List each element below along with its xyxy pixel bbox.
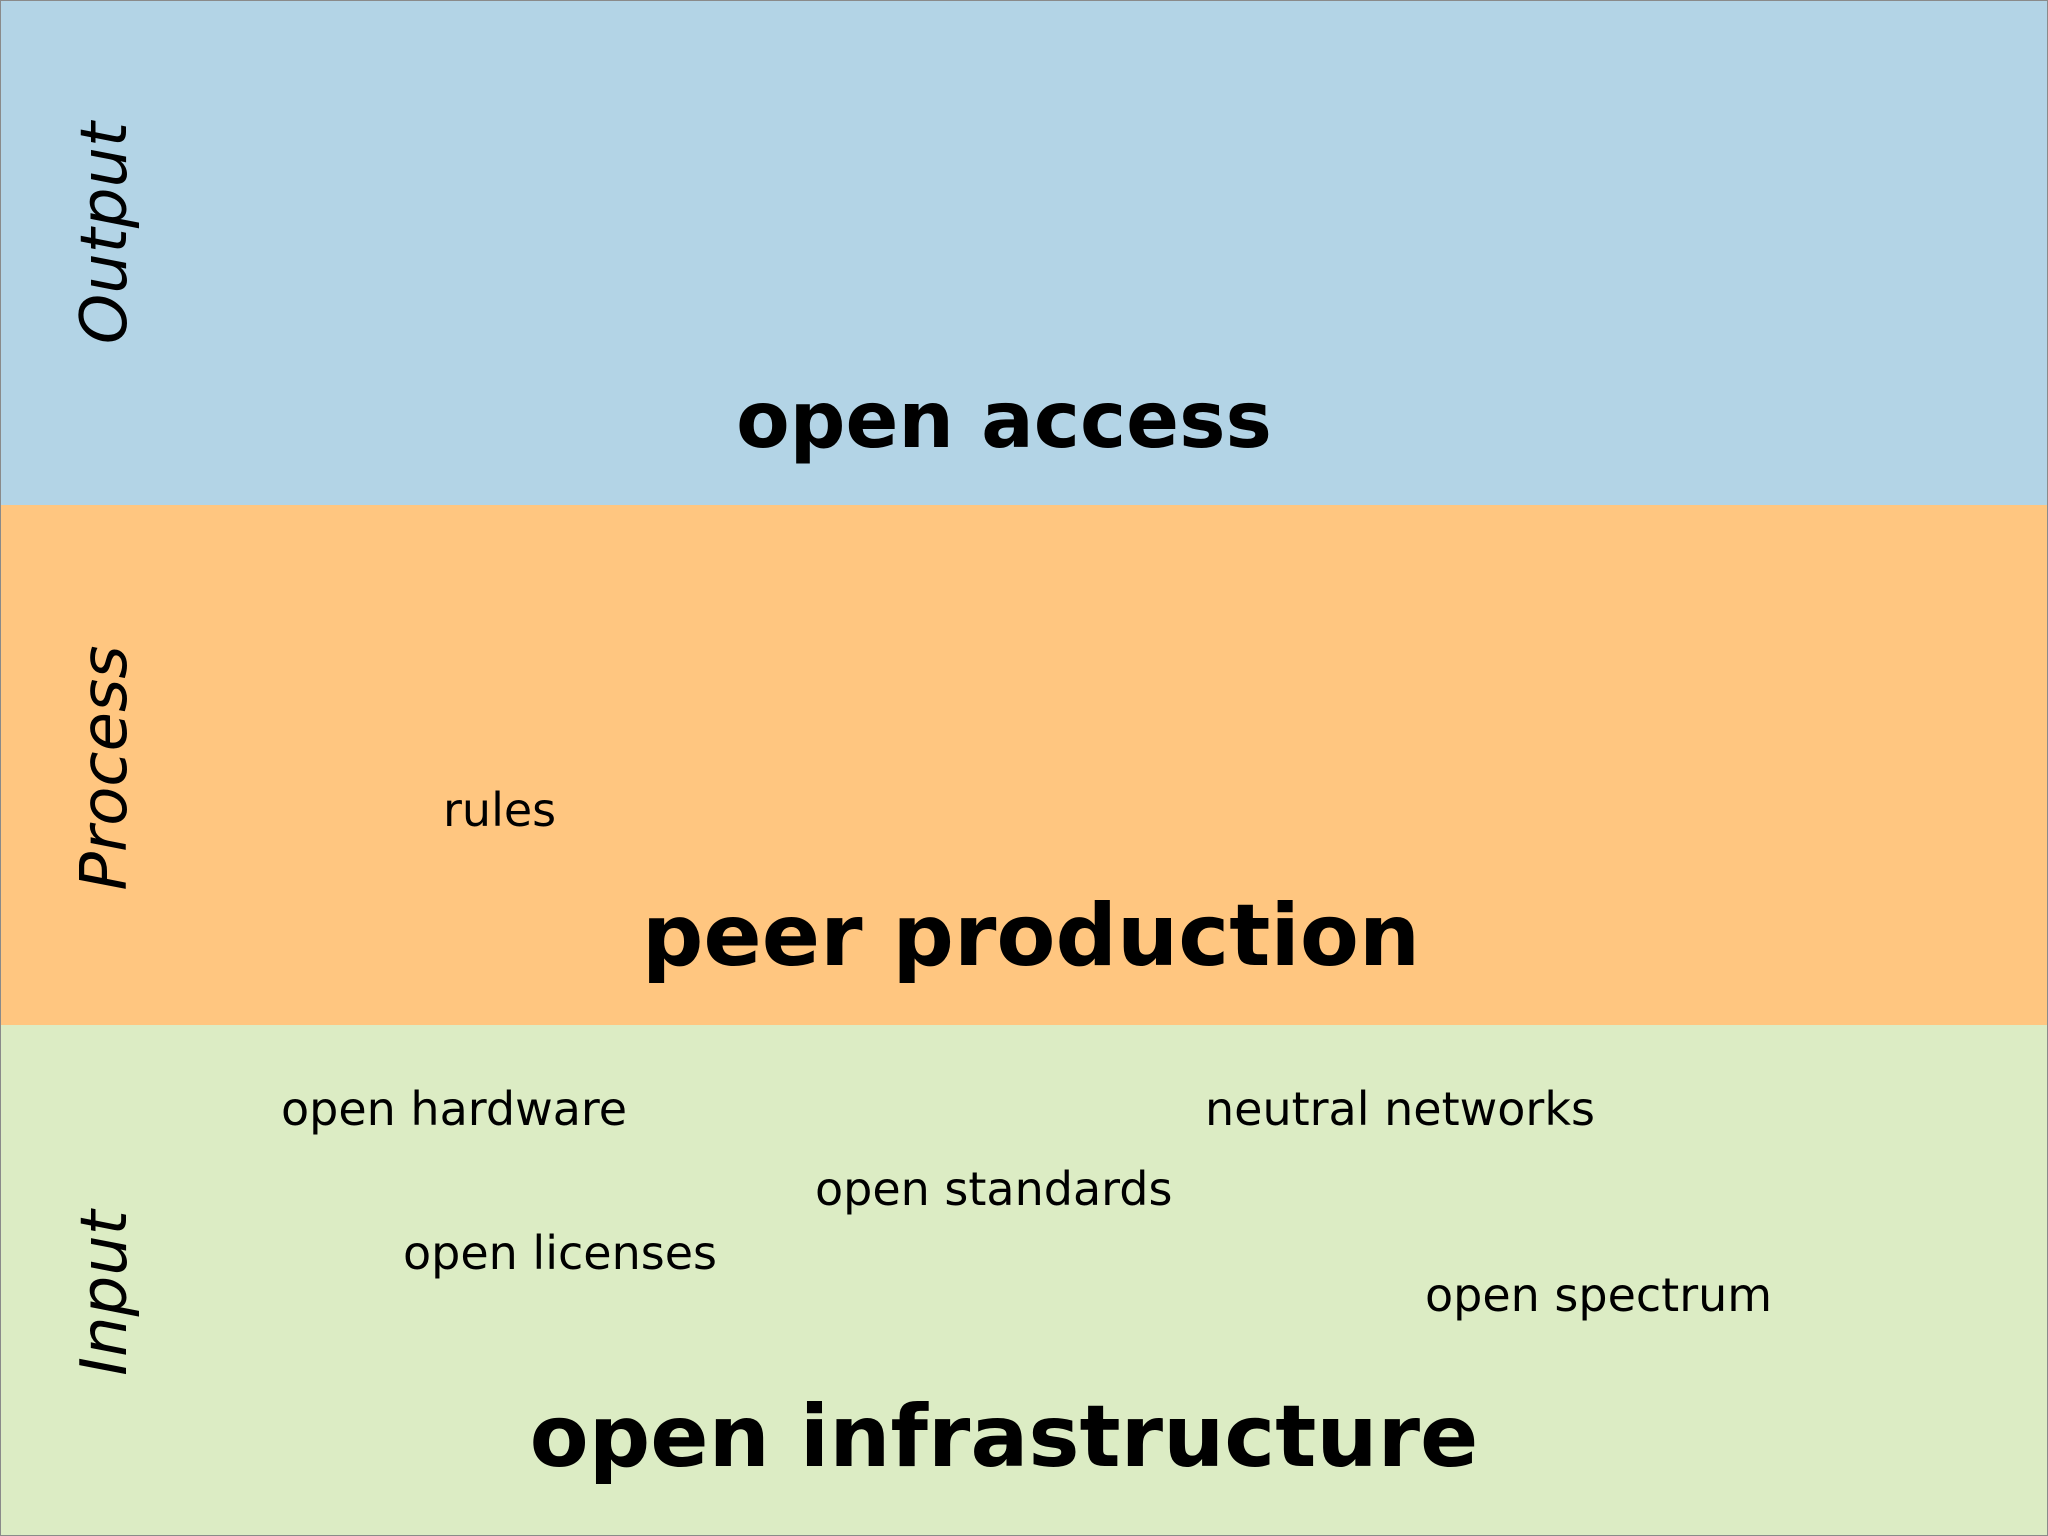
process-layer-band (1, 505, 2047, 1025)
output-layer-band (1, 1, 2047, 505)
input-layer-band (1, 1025, 2047, 1535)
